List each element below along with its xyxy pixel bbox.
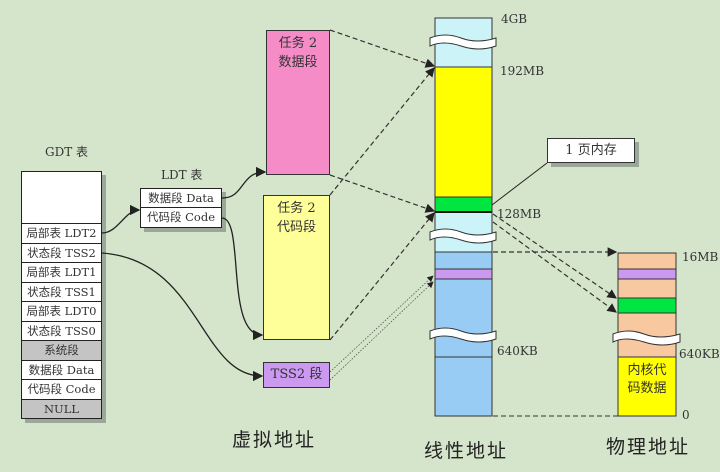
- physical-address-label: 物理地址: [606, 436, 691, 458]
- ldt-row-code: 代码段 Code: [140, 208, 222, 228]
- ldt-row-data: 数据段 Data: [140, 188, 222, 208]
- task2-code-segment: 任务 2 代码段: [263, 195, 330, 340]
- gdt-empty-area: [21, 171, 102, 224]
- mark-zero: 0: [682, 408, 690, 422]
- tss2-segment: TSS2 段: [263, 362, 330, 388]
- descriptor-arrows: [101, 166, 267, 382]
- task2-data-segment: 任务 2 数据段: [266, 30, 330, 175]
- virtual-address-label: 虚拟地址: [232, 429, 317, 451]
- gdt-title: GDT 表: [45, 145, 89, 159]
- linear-address-label: 线性地址: [424, 440, 509, 462]
- gdt-row-code: 代码段 Code: [21, 380, 102, 400]
- physical-address-column: [612, 252, 681, 417]
- gdt-row-data: 数据段 Data: [21, 360, 102, 380]
- mark-192mb: 192MB: [500, 64, 545, 78]
- mark-4gb: 4GB: [501, 12, 528, 26]
- linear-address-column: [429, 17, 497, 417]
- gdt-row-system: 系统段: [21, 341, 102, 361]
- mark-128mb: 128MB: [497, 207, 542, 221]
- gdt-row-tss1: 状态段 TSS1: [21, 282, 102, 302]
- kernel-code-data: 内核代 码数据: [627, 363, 667, 396]
- ldt-title: LDT 表: [161, 168, 203, 182]
- mark-16mb: 16MB: [682, 250, 719, 264]
- mapping-arrows: [329, 29, 618, 341]
- page-callout: 1 页内存: [547, 138, 635, 163]
- gdt-row-ldt1: 局部表 LDT1: [21, 263, 102, 283]
- gdt-row-ldt0: 局部表 LDT0: [21, 302, 102, 322]
- gdt-row-null: NULL: [21, 399, 102, 419]
- mark-physical-640kb: 640KB: [679, 347, 720, 361]
- gdt-row-ldt2: 局部表 LDT2: [21, 224, 102, 244]
- mark-linear-640kb: 640KB: [497, 344, 538, 358]
- gdt-row-tss0: 状态段 TSS0: [21, 321, 102, 341]
- gdt-row-tss2: 状态段 TSS2: [21, 243, 102, 263]
